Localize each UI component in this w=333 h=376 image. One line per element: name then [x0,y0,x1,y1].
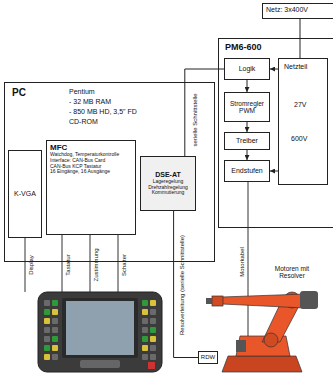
node-title: PC [12,87,26,99]
node-text: 27V [294,101,306,109]
pendant-key [142,309,148,315]
pendant-key [142,318,148,324]
pendant-key [52,327,58,333]
pendant-cable [90,235,91,292]
node-text: - 850 MB HD, 3,5" FD [69,108,137,116]
node-title: Treiber [236,137,258,145]
node-title: Netzteil [284,63,307,71]
teach-pendant [66,301,134,355]
connector [174,211,198,358]
pendant-key [44,327,50,333]
pendant-key [142,336,148,342]
graphics-card-box: K-VGA [8,150,42,238]
teach-pendant [80,360,120,368]
robot-arm [264,333,278,347]
pendant-key [148,362,155,369]
pendant-cable [62,235,63,292]
pendant-key [142,354,148,360]
pendant-cable [25,238,26,292]
teach-pendant [38,292,162,372]
pendant-key [150,309,156,315]
motor-cable [248,182,249,336]
robot-arm [212,296,223,306]
signal-label: Tastatur [65,254,72,275]
node-title: PM6-600 [225,42,262,52]
node-title: DSE-AT [155,171,181,179]
robot-arm [236,340,246,352]
connector [270,69,278,70]
signal-label: Zustimmung [93,248,100,281]
node-text: 16 Eingänge, 16 Ausgänge [50,169,110,175]
signal-label: Motorkabel [239,247,246,277]
signal-label: Resolverleitung (serielle Schnittstelle) [179,235,186,335]
connector [247,150,248,160]
pendant-key [150,336,156,342]
pendant-key [44,345,50,351]
pendant-cable [25,235,118,292]
power-supply-box: Netzteil 27V 600V [278,58,328,185]
converter-box: RDW [198,351,218,364]
node-title: Logik [239,65,256,73]
robot-arm [206,298,212,304]
pendant-key [52,318,58,324]
pendant-key [44,336,50,342]
pendant-key [150,327,156,333]
node-title: Endstufen [231,167,263,175]
pendant-key [150,354,156,360]
pendant-key [52,300,58,306]
pendant-key [52,336,58,342]
robot-arm [222,294,305,308]
pendant-key [44,354,50,360]
connector [270,171,278,172]
pendant-key [142,327,148,333]
node-title: MFC [50,143,67,152]
signal-label: serielle Schnittstelle [192,93,199,146]
connector [247,122,248,132]
pendant-key [52,345,58,351]
node-title: K-VGA [14,190,36,198]
mains-box: Netz: 3x400V [262,3,333,19]
teach-pendant [62,298,138,358]
pendant-key [142,345,148,351]
node-text: - 32 MB RAM [69,98,111,106]
node-title: Stromregler PWM [228,100,266,115]
node-text: CD-ROM [69,118,98,126]
connector [247,80,248,92]
robot-arm [206,291,318,372]
pendant-key [150,300,156,306]
process-box: Endstufen [224,160,270,182]
part-label: Motoren mit Resolver [263,265,321,279]
node-text: Pentium [69,88,95,96]
robot-arm [300,291,318,309]
pendant-key [44,300,50,306]
signal-label: Schalter [121,254,128,276]
process-box: Stromregler PWM [224,92,270,122]
motor-cable [248,182,249,336]
pendant-key [142,300,148,306]
pendant-key [52,354,58,360]
board-box: MFCWatchdog, TemperaturkontrolleInterfac… [46,140,136,235]
pendant-key [150,345,156,351]
teach-pendant [38,292,162,372]
robot-arm [222,356,302,372]
board-box: DSE-ATLageregelungDrehzahlregelungKommut… [140,156,196,211]
process-box: Treiber [224,132,270,150]
pendant-key [150,318,156,324]
node-title: RDW [201,354,215,361]
pendant-key [44,309,50,315]
process-box: Logik [224,58,270,80]
node-title: Netz: 3x400V [266,6,308,14]
pendant-cable [118,235,119,292]
pendant-key [44,318,50,324]
node-text: Kommutierung [152,190,185,196]
drive-module-box: PM6-600LogikStromregler PWM TreiberEndstu… [218,38,333,228]
signal-label: Display [28,255,35,275]
node-text: 600V [291,135,307,143]
pendant-key [52,309,58,315]
